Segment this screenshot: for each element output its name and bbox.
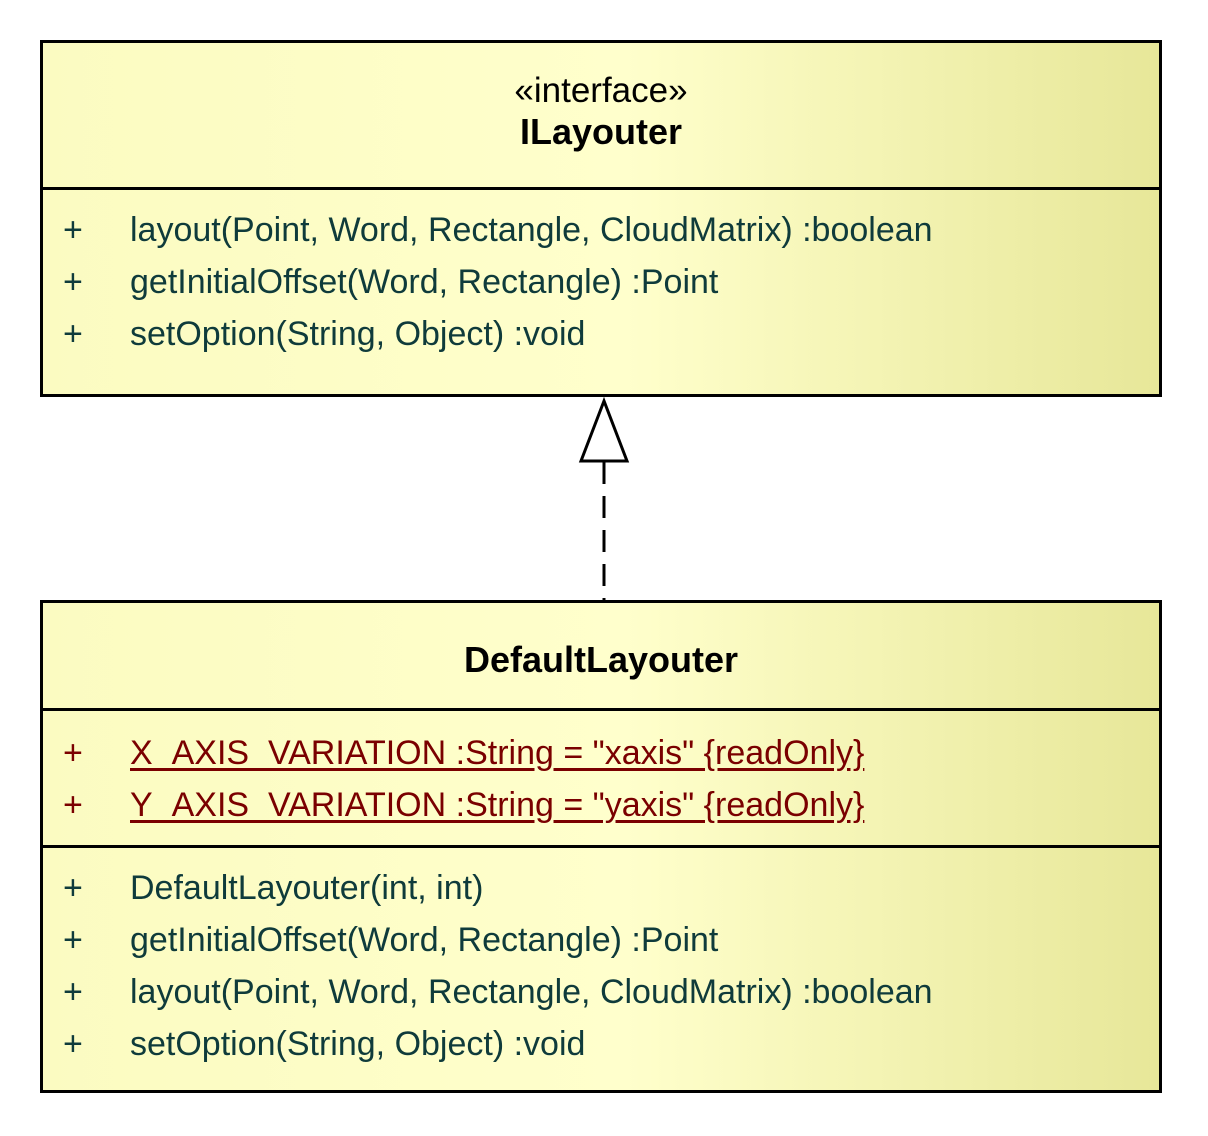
visibility-marker: + bbox=[63, 921, 83, 959]
operation-row[interactable]: + layout(Point, Word, Rectangle, CloudMa… bbox=[43, 204, 1159, 256]
interface-name: ILayouter bbox=[519, 111, 683, 152]
visibility-marker: + bbox=[63, 315, 83, 353]
operation-signature: DefaultLayouter(int, int) bbox=[130, 869, 484, 907]
attribute-row[interactable]: + Y_AXIS_VARIATION :String = "yaxis" {re… bbox=[43, 779, 1159, 831]
visibility-marker: + bbox=[63, 973, 83, 1011]
operation-signature: getInitialOffset(Word, Rectangle) :Point bbox=[130, 921, 719, 959]
attribute-signature: Y_AXIS_VARIATION :String = "yaxis" {read… bbox=[130, 786, 865, 824]
visibility-marker: + bbox=[63, 869, 83, 907]
operation-row[interactable]: + getInitialOffset(Word, Rectangle) :Poi… bbox=[43, 256, 1159, 308]
interface-stereotype: «interface» bbox=[514, 71, 688, 110]
visibility-marker: + bbox=[63, 211, 83, 249]
operation-row[interactable]: + getInitialOffset(Word, Rectangle) :Poi… bbox=[43, 914, 1159, 966]
visibility-marker: + bbox=[63, 734, 83, 772]
class-name: DefaultLayouter bbox=[463, 639, 739, 680]
realization-arrowhead-icon bbox=[578, 396, 630, 463]
operation-signature: layout(Point, Word, Rectangle, CloudMatr… bbox=[130, 211, 933, 249]
operation-row[interactable]: + setOption(String, Object) :void bbox=[43, 1018, 1159, 1070]
class-operations-compartment: + DefaultLayouter(int, int) + getInitial… bbox=[43, 848, 1159, 1070]
operation-signature: getInitialOffset(Word, Rectangle) :Point bbox=[130, 263, 719, 301]
operation-signature: layout(Point, Word, Rectangle, CloudMatr… bbox=[130, 973, 933, 1011]
interface-operations-compartment: + layout(Point, Word, Rectangle, CloudMa… bbox=[43, 190, 1159, 397]
operation-signature: setOption(String, Object) :void bbox=[130, 315, 586, 353]
operation-signature: setOption(String, Object) :void bbox=[130, 1025, 586, 1063]
visibility-marker: + bbox=[63, 1025, 83, 1063]
operation-row[interactable]: + DefaultLayouter(int, int) bbox=[43, 862, 1159, 914]
operation-row[interactable]: + layout(Point, Word, Rectangle, CloudMa… bbox=[43, 966, 1159, 1018]
visibility-marker: + bbox=[63, 263, 83, 301]
class-attributes-compartment: + X_AXIS_VARIATION :String = "xaxis" {re… bbox=[43, 711, 1159, 848]
attribute-signature: X_AXIS_VARIATION :String = "xaxis" {read… bbox=[130, 734, 865, 772]
interface-name-compartment: «interface» ILayouter bbox=[43, 43, 1159, 190]
attribute-row[interactable]: + X_AXIS_VARIATION :String = "xaxis" {re… bbox=[43, 727, 1159, 779]
class-defaultlayouter-box[interactable]: DefaultLayouter + X_AXIS_VARIATION :Stri… bbox=[40, 600, 1162, 1093]
visibility-marker: + bbox=[63, 786, 83, 824]
operation-row[interactable]: + setOption(String, Object) :void bbox=[43, 308, 1159, 360]
class-name-compartment: DefaultLayouter bbox=[43, 603, 1159, 711]
interface-ilayouter-box[interactable]: «interface» ILayouter + layout(Point, Wo… bbox=[40, 40, 1162, 397]
